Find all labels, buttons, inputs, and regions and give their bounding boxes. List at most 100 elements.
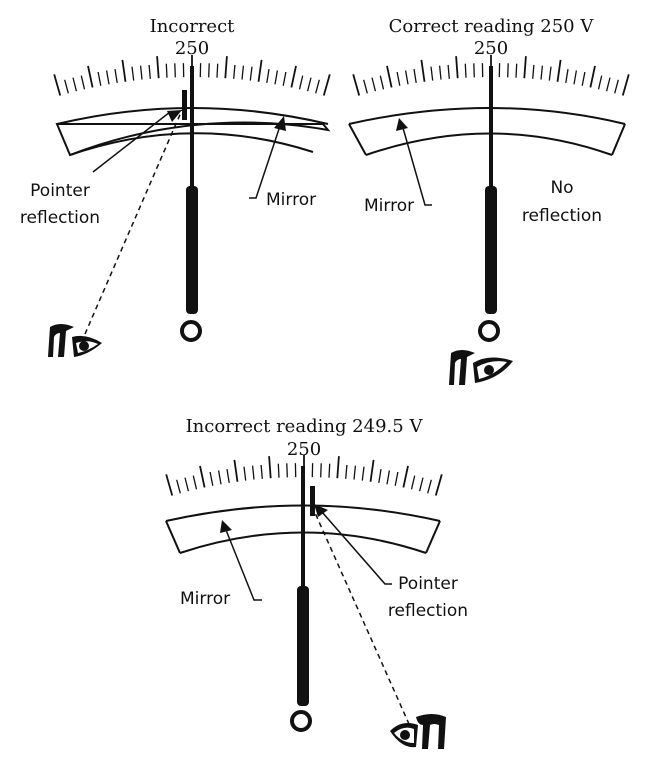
meter-3-reflection-leader [322, 512, 392, 584]
scale-tick [225, 56, 227, 78]
scale-tick [395, 472, 398, 486]
scale-tick [524, 56, 526, 78]
meter-2-label-mirror: Mirror [364, 196, 414, 216]
meter-1-reflection-leader [93, 112, 170, 172]
scale-tick [234, 460, 237, 482]
scale-tick [227, 469, 229, 483]
scale-tick [599, 76, 602, 90]
scale-tick [132, 67, 134, 81]
scale-tick [308, 78, 311, 92]
eye-icon [449, 350, 513, 385]
meter-incorrect-top-left: Incorrect 250 Pointer reflection Mirror [20, 16, 330, 357]
meter-2-label-reflection: reflection [522, 206, 602, 226]
scale-tick [98, 72, 101, 86]
scale-tick [234, 65, 235, 79]
meter-3-label-reflection: reflection [388, 601, 468, 621]
scale-tick [549, 67, 551, 81]
meter-2-pivot [480, 322, 498, 340]
meter-1-label-pointer: Pointer [30, 181, 90, 201]
scale-tick [122, 60, 125, 82]
scale-tick [364, 80, 368, 94]
meter-1-pointer-reflection [182, 90, 187, 120]
scale-tick [185, 478, 188, 492]
meter-3-title: Incorrect reading 249.5 V [186, 416, 424, 437]
meter-2-label-no: No [550, 178, 573, 198]
scale-tick [474, 63, 475, 77]
scale-tick [149, 65, 150, 79]
scale-tick [253, 466, 254, 480]
scale-tick [371, 460, 374, 482]
meter-3-pointer-body [297, 586, 309, 706]
meter-incorrect-bottom: Incorrect reading 249.5 V 250 Mirror Poi… [166, 416, 468, 749]
scale-tick [193, 476, 196, 490]
scale-tick [157, 56, 159, 78]
meter-2-pointer-body [485, 186, 497, 314]
scale-tick [362, 467, 364, 481]
scale-tick [354, 466, 355, 480]
meter-1-title: Incorrect [150, 16, 236, 37]
scale-tick [115, 69, 117, 83]
scale-tick [337, 456, 339, 478]
scale-tick [329, 464, 330, 478]
scale-tick [287, 463, 288, 477]
scale-tick [250, 67, 252, 81]
scale-tick [436, 474, 442, 495]
scale-tick [209, 63, 210, 77]
scale-tick [465, 64, 466, 78]
scale-tick [420, 478, 423, 492]
scale-tick [291, 66, 296, 88]
scale-tick [300, 76, 303, 90]
meter-1-pointer-body [186, 186, 198, 314]
meter-3-mirror-arrowhead [220, 520, 232, 533]
scale-tick [81, 76, 84, 90]
scale-tick [508, 63, 509, 77]
meter-3-mirror-right-edge [426, 521, 440, 553]
scale-tick [261, 465, 262, 479]
meter-3-label-pointer: Pointer [398, 574, 458, 594]
scale-tick [387, 471, 389, 485]
scale-tick [166, 64, 167, 78]
scale-tick [316, 80, 320, 94]
meter-2-mirror-right-edge [612, 124, 625, 155]
scale-tick [73, 78, 76, 92]
scale-tick [414, 69, 416, 83]
scale-tick [166, 474, 172, 495]
scale-tick [353, 74, 359, 95]
meter-3-pivot [292, 712, 310, 730]
scale-tick [516, 64, 517, 78]
scale-tick [440, 66, 441, 80]
scale-tick [456, 56, 458, 78]
scale-tick [623, 74, 629, 95]
scale-tick [269, 456, 271, 478]
scale-tick [412, 476, 415, 490]
scale-tick [346, 465, 347, 479]
scale-tick [421, 60, 424, 82]
scale-tick [54, 74, 60, 95]
scale-tick [242, 66, 243, 80]
meter-1-pivot [182, 322, 200, 340]
scale-tick [210, 472, 213, 486]
scale-tick [541, 66, 542, 80]
scale-tick [387, 66, 392, 88]
scale-tick [448, 65, 449, 79]
scale-tick [283, 72, 286, 86]
eye-icon [48, 324, 102, 357]
scale-tick [219, 471, 221, 485]
scale-tick [558, 60, 561, 82]
scale-tick [321, 463, 322, 477]
meter-3-pointer-reflection [310, 486, 315, 516]
scale-tick [175, 63, 176, 77]
scale-tick [177, 480, 181, 494]
scale-tick [615, 80, 619, 94]
scale-tick [428, 480, 432, 494]
scale-tick [107, 71, 109, 85]
scale-tick [372, 78, 375, 92]
meter-correct-top-right: Correct reading 250 V 250 Mirror No refl… [349, 16, 629, 385]
scale-tick [275, 71, 277, 85]
eye-icon [390, 714, 446, 749]
scale-tick [88, 66, 93, 88]
meter-2-mirror-left-edge [349, 124, 366, 155]
meter-3-label-mirror: Mirror [180, 589, 230, 609]
